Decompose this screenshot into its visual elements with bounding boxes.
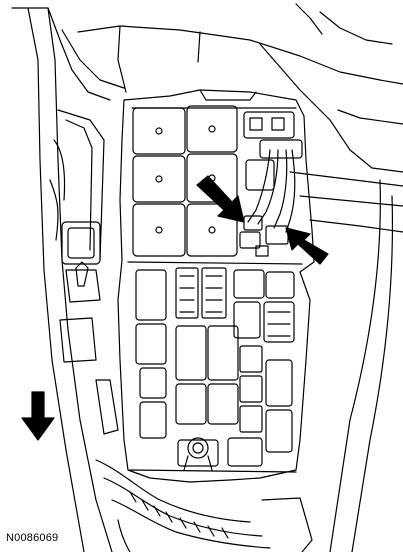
direction-arrow-down	[21, 391, 55, 441]
connector-wiring	[239, 111, 303, 257]
bolt-stud	[183, 437, 213, 471]
fuse-box-housing	[117, 89, 315, 483]
upper-body-panel	[77, 3, 403, 552]
pointer-arrow-right	[285, 227, 329, 265]
pointer-arrow-upper-left	[196, 175, 245, 223]
large-relay-grid	[132, 105, 238, 257]
lower-harness	[95, 459, 313, 552]
lower-fuse-panel	[135, 267, 295, 467]
figure-code-label: N0086069	[6, 532, 59, 544]
left-trim-panel	[11, 7, 125, 552]
